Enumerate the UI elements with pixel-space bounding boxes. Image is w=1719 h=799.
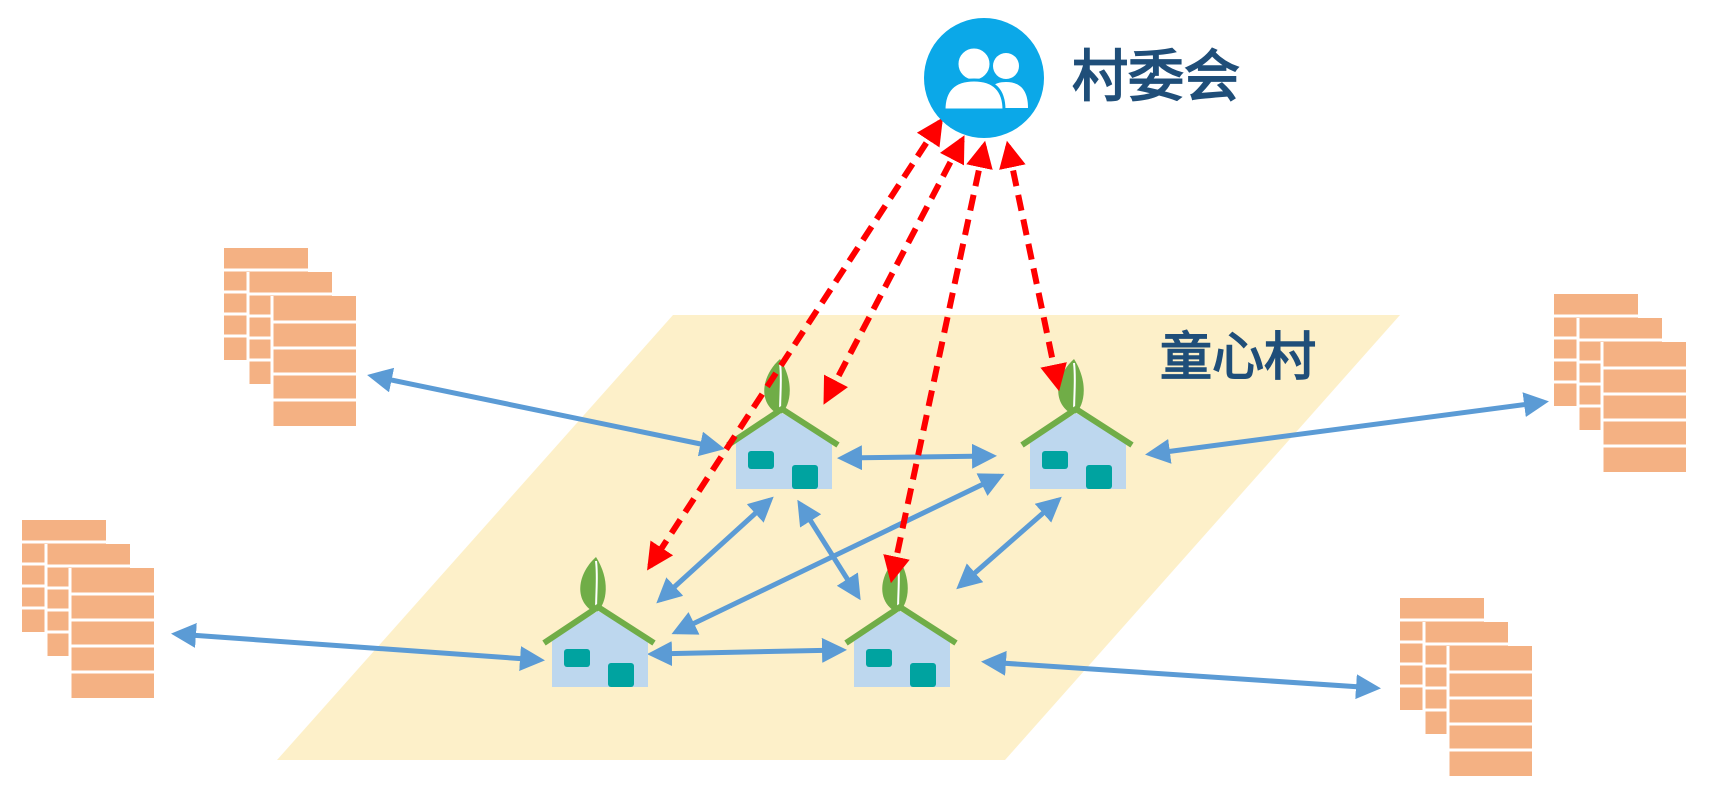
village-label: 童心村: [1160, 328, 1317, 388]
link-committee-house-2: [999, 140, 1067, 392]
link-building-tr-house-2: [1145, 392, 1549, 464]
building-bottom-right: [1398, 596, 1534, 778]
building-top-left: [222, 246, 358, 428]
building-top-right: [1552, 292, 1688, 474]
building-bottom-left: [20, 518, 156, 700]
link-building-br-house-4: [981, 650, 1381, 700]
committee-label: 村委会: [1072, 45, 1240, 110]
people-group-icon: [924, 18, 1044, 138]
link-house-3-house-4: [647, 637, 847, 667]
link-house-1-house-2: [837, 443, 997, 471]
link-building-bl-house-3: [171, 622, 545, 672]
